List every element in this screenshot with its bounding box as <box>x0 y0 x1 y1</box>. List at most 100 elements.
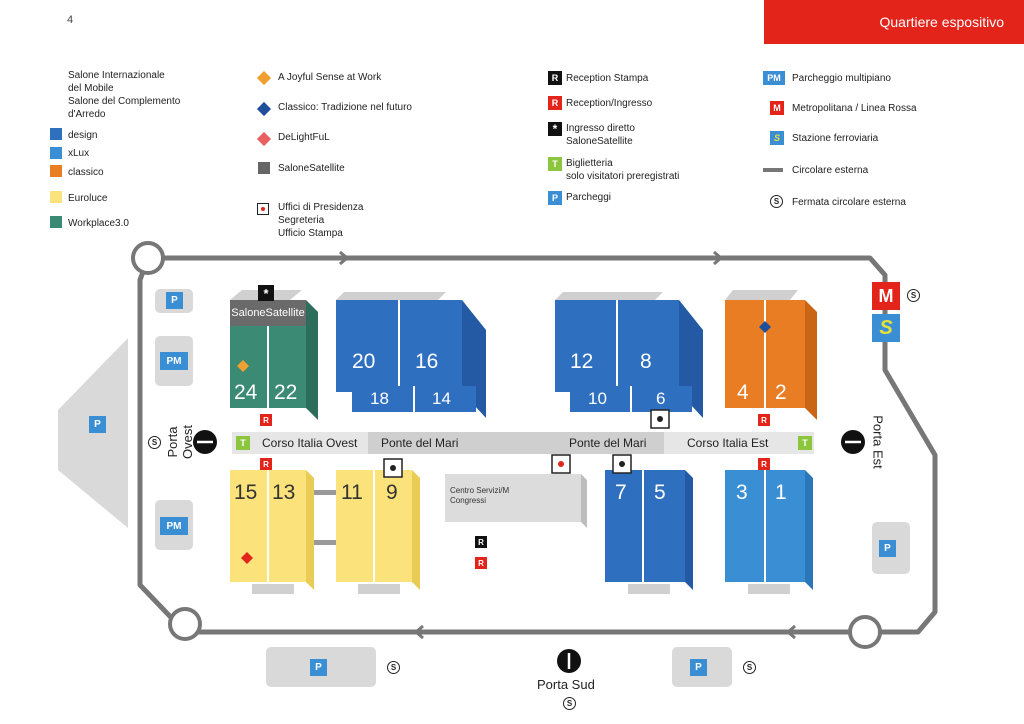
legend-office-icon <box>257 203 269 215</box>
header-title: Quartiere espositivo <box>879 14 1004 30</box>
legend-circolare: Circolare esterna <box>792 165 869 176</box>
legend-reception-ingresso: Reception/Ingresso <box>566 98 653 109</box>
legend-design: design <box>68 130 98 141</box>
bus-stop-circle <box>131 241 165 275</box>
bus-stop-icon: S <box>907 289 920 302</box>
legend-delightful: DeLightFuL <box>278 132 330 143</box>
legend-fermata: Fermata circolare esterna <box>792 197 906 208</box>
legend-biglietteria-icon: T <box>548 157 562 171</box>
reception-icon: R <box>475 557 487 569</box>
centro-servizi <box>445 474 581 522</box>
reception-icon: R <box>260 414 272 426</box>
legend-reception-ingresso-icon: R <box>548 96 562 110</box>
porta-sud-label: Porta Sud <box>537 677 595 692</box>
bus-stop-icon: S <box>563 697 576 710</box>
bus-stop-circle <box>168 607 202 641</box>
legend-biglietteria: Biglietteria solo visitatori preregistra… <box>566 158 680 182</box>
hall-1[interactable]: 1 <box>775 481 787 504</box>
parking-area-west <box>58 338 128 528</box>
legend-parcheggio-multipiano: Parcheggio multipiano <box>792 73 891 84</box>
ponte-del-mari-label: Ponte del Mari <box>569 436 647 450</box>
porta-est-label: Porta Est <box>870 415 886 469</box>
legend-parcheggi: Parcheggi <box>566 192 612 203</box>
ponte-del-mari-label: Ponte del Mari <box>381 436 459 450</box>
hall-12[interactable]: 12 <box>570 350 594 373</box>
legend-workplace: Workplace3.0 <box>68 218 129 229</box>
parking-icon: P <box>310 659 327 676</box>
tradizione-diamond <box>759 321 771 333</box>
hall-11[interactable]: 11 <box>341 481 363 504</box>
salonesatellite-label: SaloneSatellite <box>231 307 305 319</box>
porta-ovest-label: Porta Ovest <box>165 425 195 459</box>
corso-italia-est-label: Corso Italia Est <box>687 436 769 450</box>
legend-reception-stampa: Reception Stampa <box>566 73 649 84</box>
ponte-bridge <box>368 432 664 454</box>
parking-icon: P <box>690 659 707 676</box>
hall-9[interactable]: 9 <box>386 481 398 504</box>
legend-swatch-xlux <box>50 147 62 159</box>
hall-10[interactable]: 10 <box>588 389 607 408</box>
parking-icon: P <box>166 292 183 309</box>
legend-swatch-euroluce <box>50 191 62 203</box>
legend-classico: classico <box>68 167 104 178</box>
page-number: 4 <box>67 14 74 26</box>
legend-xlux: xLux <box>68 148 90 159</box>
legend-metropolitana: Metropolitana / Linea Rossa <box>792 103 917 114</box>
train-station-icon: S <box>872 314 900 342</box>
legend-ingresso-diretto-icon: * <box>548 122 562 136</box>
legend-euroluce: Euroluce <box>68 193 108 204</box>
satellite-entrance-icon: * <box>258 285 274 301</box>
bus-stop-icon: S <box>743 661 756 674</box>
delightful-diamond <box>241 552 253 564</box>
hall-18[interactable]: 18 <box>370 389 389 408</box>
joyful-diamond <box>237 360 249 372</box>
parking-multipiano-icon: PM <box>160 352 188 370</box>
legend-tradizione: Classico: Tradizione nel futuro <box>278 102 412 113</box>
hall-8[interactable]: 8 <box>640 350 652 373</box>
hall-7[interactable]: 7 <box>615 481 627 504</box>
circolare-track <box>137 255 938 635</box>
ticket-office-icon: T <box>236 436 250 450</box>
legend-swatch-classico <box>50 165 62 177</box>
reception-icon: R <box>260 458 272 470</box>
hall-13[interactable]: 13 <box>272 481 296 504</box>
bus-stop-icon: S <box>148 436 161 449</box>
parking-multipiano-icon: PM <box>160 517 188 535</box>
legend-swatch-workplace <box>50 216 62 228</box>
parking-icon: P <box>89 416 106 433</box>
hall-14[interactable]: 14 <box>432 389 451 408</box>
hall-15[interactable]: 15 <box>234 481 258 504</box>
hall-20[interactable]: 20 <box>352 350 376 373</box>
legend-swatch-design <box>50 128 62 140</box>
reception-icon: R <box>758 414 770 426</box>
hall-6[interactable]: 6 <box>656 389 666 408</box>
track-arrow <box>413 624 424 640</box>
metro-icon: M <box>872 282 900 310</box>
hall-16[interactable]: 16 <box>415 350 439 373</box>
hall-22[interactable]: 22 <box>274 381 298 404</box>
legend-pm-icon: PM <box>763 71 785 85</box>
track-arrow <box>785 624 796 640</box>
ticket-office-icon: T <box>798 436 812 450</box>
bus-stop-icon: S <box>387 661 400 674</box>
hall-4[interactable]: 4 <box>737 381 749 404</box>
hall-3[interactable]: 3 <box>736 481 748 504</box>
hall-7-5 <box>605 470 685 582</box>
legend-train-icon: S <box>770 131 784 145</box>
hall-5[interactable]: 5 <box>654 481 666 504</box>
page-header: Quartiere espositivo <box>764 0 1024 44</box>
legend-ingresso-diretto: Ingresso diretto SaloneSatellite <box>566 123 635 147</box>
bus-stop-circle <box>848 615 882 649</box>
legend-swatch-salonesatellite <box>258 162 270 174</box>
hall-24[interactable]: 24 <box>234 381 258 404</box>
legend-stazione: Stazione ferroviaria <box>792 133 879 144</box>
legend-fermata-icon: S <box>770 195 783 208</box>
reception-icon: R <box>758 458 770 470</box>
legend-uffici: Uffici di Presidenza Segreteria Ufficio … <box>278 202 364 239</box>
hall-2[interactable]: 2 <box>775 381 787 404</box>
track-arrow <box>713 250 724 266</box>
legend-salone-title: Salone Internazionale del Mobile Salone … <box>68 70 181 120</box>
legend-joyful: A Joyful Sense at Work <box>278 72 382 83</box>
parking-icon: P <box>879 540 896 557</box>
